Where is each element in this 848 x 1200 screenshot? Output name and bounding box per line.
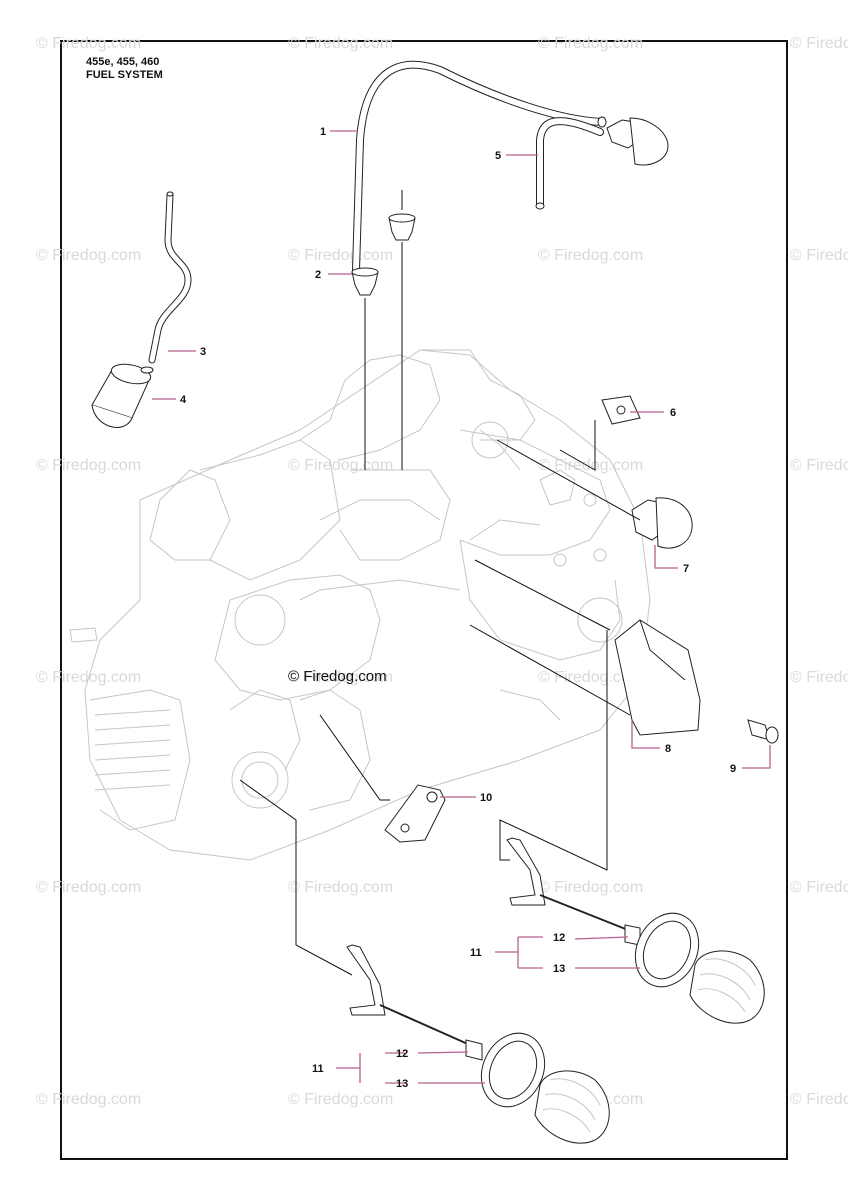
callout-13-upper: 13 [553, 963, 565, 975]
part-9-screw [747, 719, 779, 744]
callout-leaders [152, 130, 771, 1084]
lower-cap-assembly [346, 944, 610, 1144]
watermark-4-2: © Firedog.com [538, 879, 643, 896]
diagram-header: 455e, 455, 460 FUEL SYSTEM [86, 56, 163, 82]
part-1-fuel-hose [352, 60, 607, 274]
watermark-2-0: © Firedog.com [36, 457, 141, 474]
part-10-bracket [384, 784, 446, 843]
watermark-3-3: © Firedog.com [790, 669, 848, 686]
watermark-5-1: © Firedog.com [288, 1091, 393, 1108]
watermark-1-3: © Firedog.com [790, 247, 848, 264]
assembly-leaders [239, 242, 641, 976]
watermark-1-0: © Firedog.com [36, 247, 141, 264]
diagram-frame [60, 40, 788, 1160]
watermark-5-0: © Firedog.com [36, 1091, 141, 1108]
watermark-4-0: © Firedog.com [36, 879, 141, 896]
upper-cap-assembly [506, 837, 765, 1024]
part-2-grommet [351, 267, 379, 296]
callout-13-lower: 13 [396, 1078, 408, 1090]
part-8-cover [614, 619, 701, 736]
center-watermark: © Firedog.com [288, 668, 387, 685]
watermark-0-0: © Firedog.com [36, 35, 141, 52]
watermark-1-1: © Firedog.com [288, 247, 393, 264]
watermark-0-3: © Firedog.com [790, 35, 848, 52]
watermark-3-1: © Firedog.com [288, 669, 393, 686]
watermark-layer: © Firedog.com © Firedog.com © Firedog.com ©… [36, 35, 848, 1108]
callout-10: 10 [480, 792, 492, 804]
callout-8: 8 [665, 743, 671, 755]
callout-6: 6 [670, 407, 676, 419]
watermark-0-2: © Firedog.com [538, 35, 643, 52]
part-3-pickup-hose [148, 191, 192, 364]
callout-7: 7 [683, 563, 689, 575]
primer-bulb-top [606, 117, 669, 166]
watermark-2-2: © Firedog.com [538, 457, 643, 474]
watermark-0-1: © Firedog.com [288, 35, 393, 52]
callout-4: 4 [180, 394, 187, 406]
callout-11-upper: 11 [470, 947, 482, 959]
callout-1: 1 [320, 126, 326, 138]
callout-3: 3 [200, 346, 206, 358]
callout-labels: 1 2 3 4 5 6 7 8 9 10 11 12 13 11 12 13 [180, 126, 736, 1090]
callout-11-lower: 11 [312, 1063, 324, 1075]
model-list: 455e, 455, 460 [86, 56, 160, 68]
upper-grommet [388, 190, 416, 241]
part-7-primer-bulb [631, 497, 693, 549]
crankcase-body-outline [69, 349, 651, 861]
part-5-return-hose [535, 117, 604, 210]
watermark-5-3: © Firedog.com [790, 1091, 848, 1108]
part-4-fuel-filter [91, 363, 154, 428]
callout-2: 2 [315, 269, 321, 281]
watermark-4-1: © Firedog.com [288, 879, 393, 896]
section-title: FUEL SYSTEM [86, 69, 163, 81]
part-6-clip [601, 395, 641, 425]
callout-12-upper: 12 [553, 932, 565, 944]
watermark-4-3: © Firedog.com [790, 879, 848, 896]
callout-12-lower: 12 [396, 1048, 408, 1060]
callout-5: 5 [495, 150, 501, 162]
watermark-2-3: © Firedog.com [790, 457, 848, 474]
watermark-3-2: © Firedog.com [538, 669, 643, 686]
watermark-1-2: © Firedog.com [538, 247, 643, 264]
callout-9: 9 [730, 763, 736, 775]
